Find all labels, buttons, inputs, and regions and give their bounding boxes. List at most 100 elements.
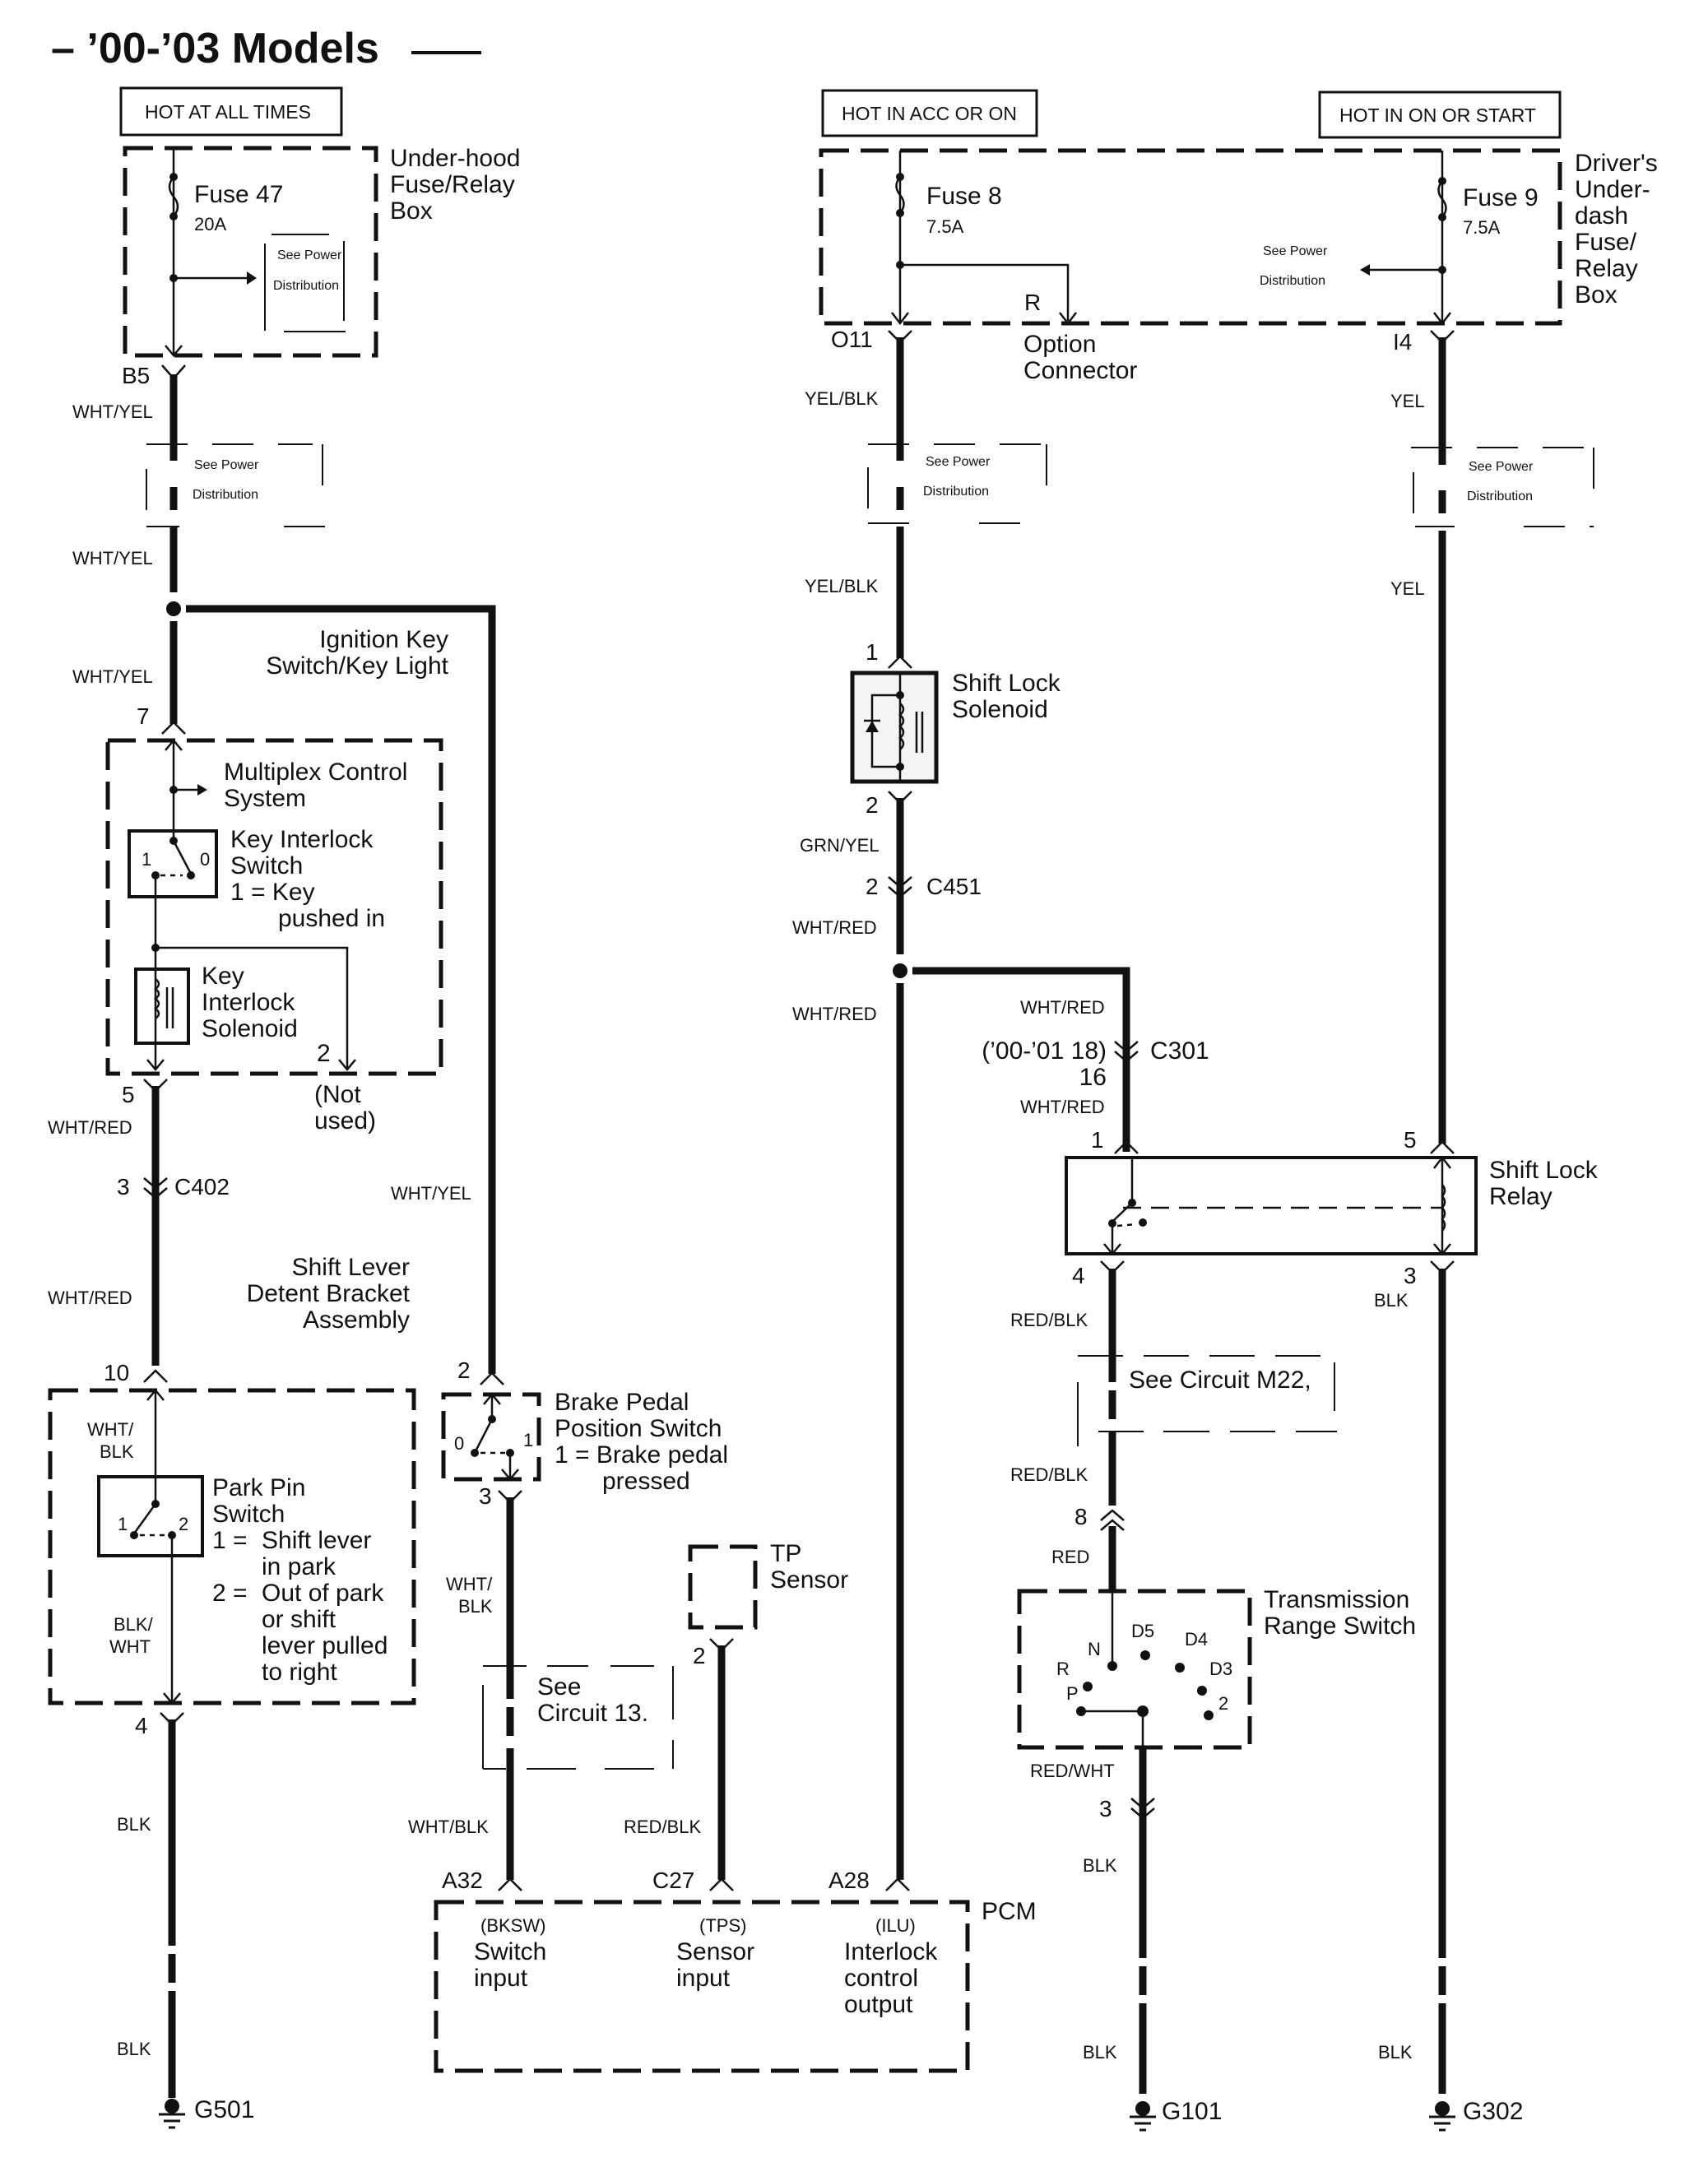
svg-text:See: See [537,1673,581,1701]
connector-8-icon [1100,1509,1125,1531]
brake-pedal-position-switch: 0 1 Brake Pedal Position Switch 1 = Brak… [441,1389,728,1495]
pin-5: 5 [122,1082,135,1107]
wire-label: WHT/RED [48,1288,132,1308]
svg-text:input: input [474,1965,528,1992]
svg-text:Distribution: Distribution [1467,490,1533,503]
hot-in-on-or-start-box: HOT IN ON OR START [1318,90,1562,139]
svg-text:Distribution: Distribution [1260,274,1325,288]
park-pin-switch-icon [97,1475,204,1557]
svg-text:Key: Key [202,963,244,990]
pin-4: 4 [135,1713,148,1738]
svg-text:1 =: 1 = [212,1527,248,1554]
wire-label: BLK [117,2039,151,2059]
key-interlock-solenoid-icon [134,967,190,1045]
svg-text:0: 0 [200,849,210,870]
fuse-47-name: Fuse 47 [194,181,283,208]
svg-text:2: 2 [866,874,879,899]
svg-text:Box: Box [1575,281,1617,309]
wire-label: RED [1051,1547,1089,1567]
wire-label: GRN/YEL [800,835,880,856]
shift-lock-relay: Shift Lock Relay [1065,1155,1599,1255]
svg-text:See Power: See Power [926,455,991,469]
svg-text:Solenoid: Solenoid [202,1015,298,1042]
diode-icon [866,721,879,732]
svg-text:pressed: pressed [602,1468,690,1495]
svg-text:C451: C451 [926,874,982,899]
wire-label: YEL/BLK [805,388,879,409]
wire-label: BLK [1083,2042,1117,2063]
svg-text:Circuit 13.: Circuit 13. [537,1700,648,1727]
wire-label: RED/BLK [624,1817,701,1837]
svg-text:3: 3 [1404,1263,1417,1288]
svg-text:4: 4 [1072,1263,1085,1288]
wire-label: WHT/RED [48,1117,132,1138]
svg-text:Multiplex Control: Multiplex Control [224,759,407,786]
svg-text:pushed in: pushed in [278,905,385,932]
svg-text:3: 3 [1099,1796,1112,1821]
key-interlock-switch [128,829,218,898]
svg-text:Switch: Switch [474,1938,546,1965]
arrow-right-icon [197,784,207,796]
ignition-key-label-2: Switch/Key Light [266,652,448,680]
svg-text:Fuse 8: Fuse 8 [926,183,1002,210]
svg-text:(BKSW): (BKSW) [480,1915,545,1936]
svg-text:1: 1 [523,1430,533,1450]
connector-3-icon [1130,1798,1155,1820]
svg-text:Brake Pedal: Brake Pedal [555,1389,689,1416]
c301-note: (’00-’01 18) [982,1037,1107,1065]
wire-label: RED/BLK [1010,1310,1088,1330]
svg-text:HOT IN ACC OR ON: HOT IN ACC OR ON [842,103,1017,124]
svg-text:TP: TP [770,1540,801,1567]
page-title: – ’00-’03 Models [51,25,481,72]
see-circuit-m22: See Circuit M22, [1129,1367,1311,1394]
wire-label: WHT/RED [1020,1097,1105,1117]
wire-label: BLK [1378,2042,1413,2063]
pcm-pin-c27: C27 [652,1868,694,1893]
svg-text:Relay: Relay [1575,255,1638,282]
svg-text:2 =: 2 = [212,1580,248,1607]
wire-label: BLK [117,1814,151,1835]
svg-text:WHT: WHT [109,1636,151,1657]
wire-label: WHT/RED [792,917,877,938]
svg-text:BLK: BLK [458,1596,493,1617]
brake-pin-3: 3 [479,1483,492,1509]
svg-text:Relay: Relay [1489,1183,1553,1210]
ground-g501-label: G501 [194,2096,254,2123]
svg-text:Distribution: Distribution [923,485,989,499]
ground-g501-icon [159,2099,185,2129]
option-connector-label: Option [1023,331,1096,358]
wire-label: RED/WHT [1030,1761,1115,1781]
svg-text:1: 1 [118,1514,128,1534]
distribution-text: Distribution [193,488,258,502]
svg-text:System: System [224,785,306,812]
wire-label: WHT/YEL [391,1183,471,1204]
svg-text:to right: to right [262,1659,337,1686]
hot-at-all-times-label: HOT AT ALL TIMES [145,101,311,123]
power-distribution-box [867,443,1047,524]
svg-text:Shift Lock: Shift Lock [1489,1157,1599,1184]
svg-text:Key Interlock: Key Interlock [230,826,374,853]
svg-text:Sensor: Sensor [770,1566,848,1594]
wire-label: WHT/YEL [72,401,153,422]
svg-text:See Power: See Power [1469,460,1534,474]
ground-g302-label: G302 [1463,2098,1523,2125]
svg-text:2: 2 [317,1040,331,1067]
svg-text:dash: dash [1575,202,1628,230]
svg-text:Out of park: Out of park [262,1580,384,1607]
not-used-label: used) [314,1107,376,1135]
svg-text:P: P [1066,1683,1079,1704]
wire-label: YEL [1390,391,1425,411]
svg-text:0: 0 [454,1433,464,1454]
svg-text:R: R [1056,1659,1070,1679]
svg-text:1 = Key: 1 = Key [230,879,315,906]
svg-text:Interlock: Interlock [202,989,295,1016]
connector-c402-icon [143,1177,168,1200]
wire-label: RED/BLK [1010,1464,1088,1485]
wire-label: WHT/YEL [72,666,153,687]
wire-label: WHT/BLK [408,1817,489,1837]
svg-text:Switch: Switch [230,852,303,879]
svg-text:Under-: Under- [1575,176,1650,203]
c301-pin: 16 [1079,1064,1107,1091]
svg-text:BLK/: BLK/ [114,1614,154,1635]
svg-text:WHT/: WHT/ [87,1419,134,1440]
